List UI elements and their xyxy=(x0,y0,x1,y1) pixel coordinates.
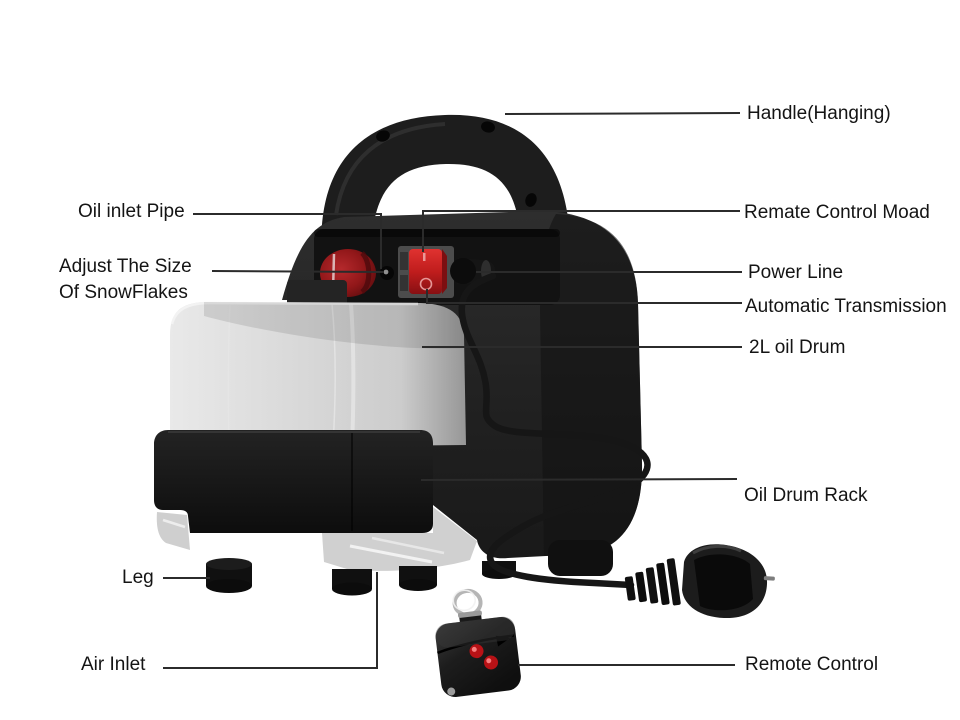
oil-drum-part xyxy=(170,301,466,448)
label-power-line: Power Line xyxy=(748,262,844,283)
handle-screw xyxy=(376,130,390,142)
leader-line-oil-inlet xyxy=(193,213,382,269)
label-oil-drum: 2L oil Drum xyxy=(749,337,846,358)
remote-screw xyxy=(447,687,456,696)
oil-inlet-hole xyxy=(380,266,394,280)
label-adjust-line1: Adjust The Size xyxy=(59,256,192,277)
label-adjust-line2: Of SnowFlakes xyxy=(59,282,188,303)
handle-screw xyxy=(525,193,537,207)
remote-control-part xyxy=(435,588,521,697)
control-panel xyxy=(314,229,560,305)
handle-screw xyxy=(481,121,495,133)
drum-bottom-translucent xyxy=(156,507,477,571)
label-remote-control: Remote Control xyxy=(745,654,879,675)
leader-line-handle xyxy=(504,112,741,115)
label-leg: Leg xyxy=(122,567,154,588)
label-remote-control-mode: Remate Control Moad xyxy=(744,202,930,223)
power-switch-part xyxy=(398,246,454,298)
leader-line-adjust-size xyxy=(211,270,385,273)
leader-line-air-inlet xyxy=(163,572,378,669)
leader-line-remote-mode xyxy=(422,210,740,252)
leader-line-auto-transmission xyxy=(426,289,742,304)
label-air-inlet: Air Inlet xyxy=(81,654,146,675)
body-right-side xyxy=(540,214,643,556)
label-oil-inlet-pipe: Oil inlet Pipe xyxy=(78,201,185,222)
right-foot xyxy=(548,540,613,576)
label-handle: Handle(Hanging) xyxy=(747,103,891,124)
label-oil-drum-rack: Oil Drum Rack xyxy=(744,485,868,506)
label-automatic-transmission: Automatic Transmission xyxy=(745,296,947,317)
leader-line-drum-rack xyxy=(420,478,738,481)
plug-pin xyxy=(763,576,775,581)
power-cable-part xyxy=(458,272,651,589)
power-plug-part xyxy=(624,544,775,619)
label-adjust-snowflake-size: Adjust The Size Of SnowFlakes xyxy=(59,254,192,306)
drum-neck xyxy=(287,280,347,306)
drum-rack-part xyxy=(154,430,433,533)
